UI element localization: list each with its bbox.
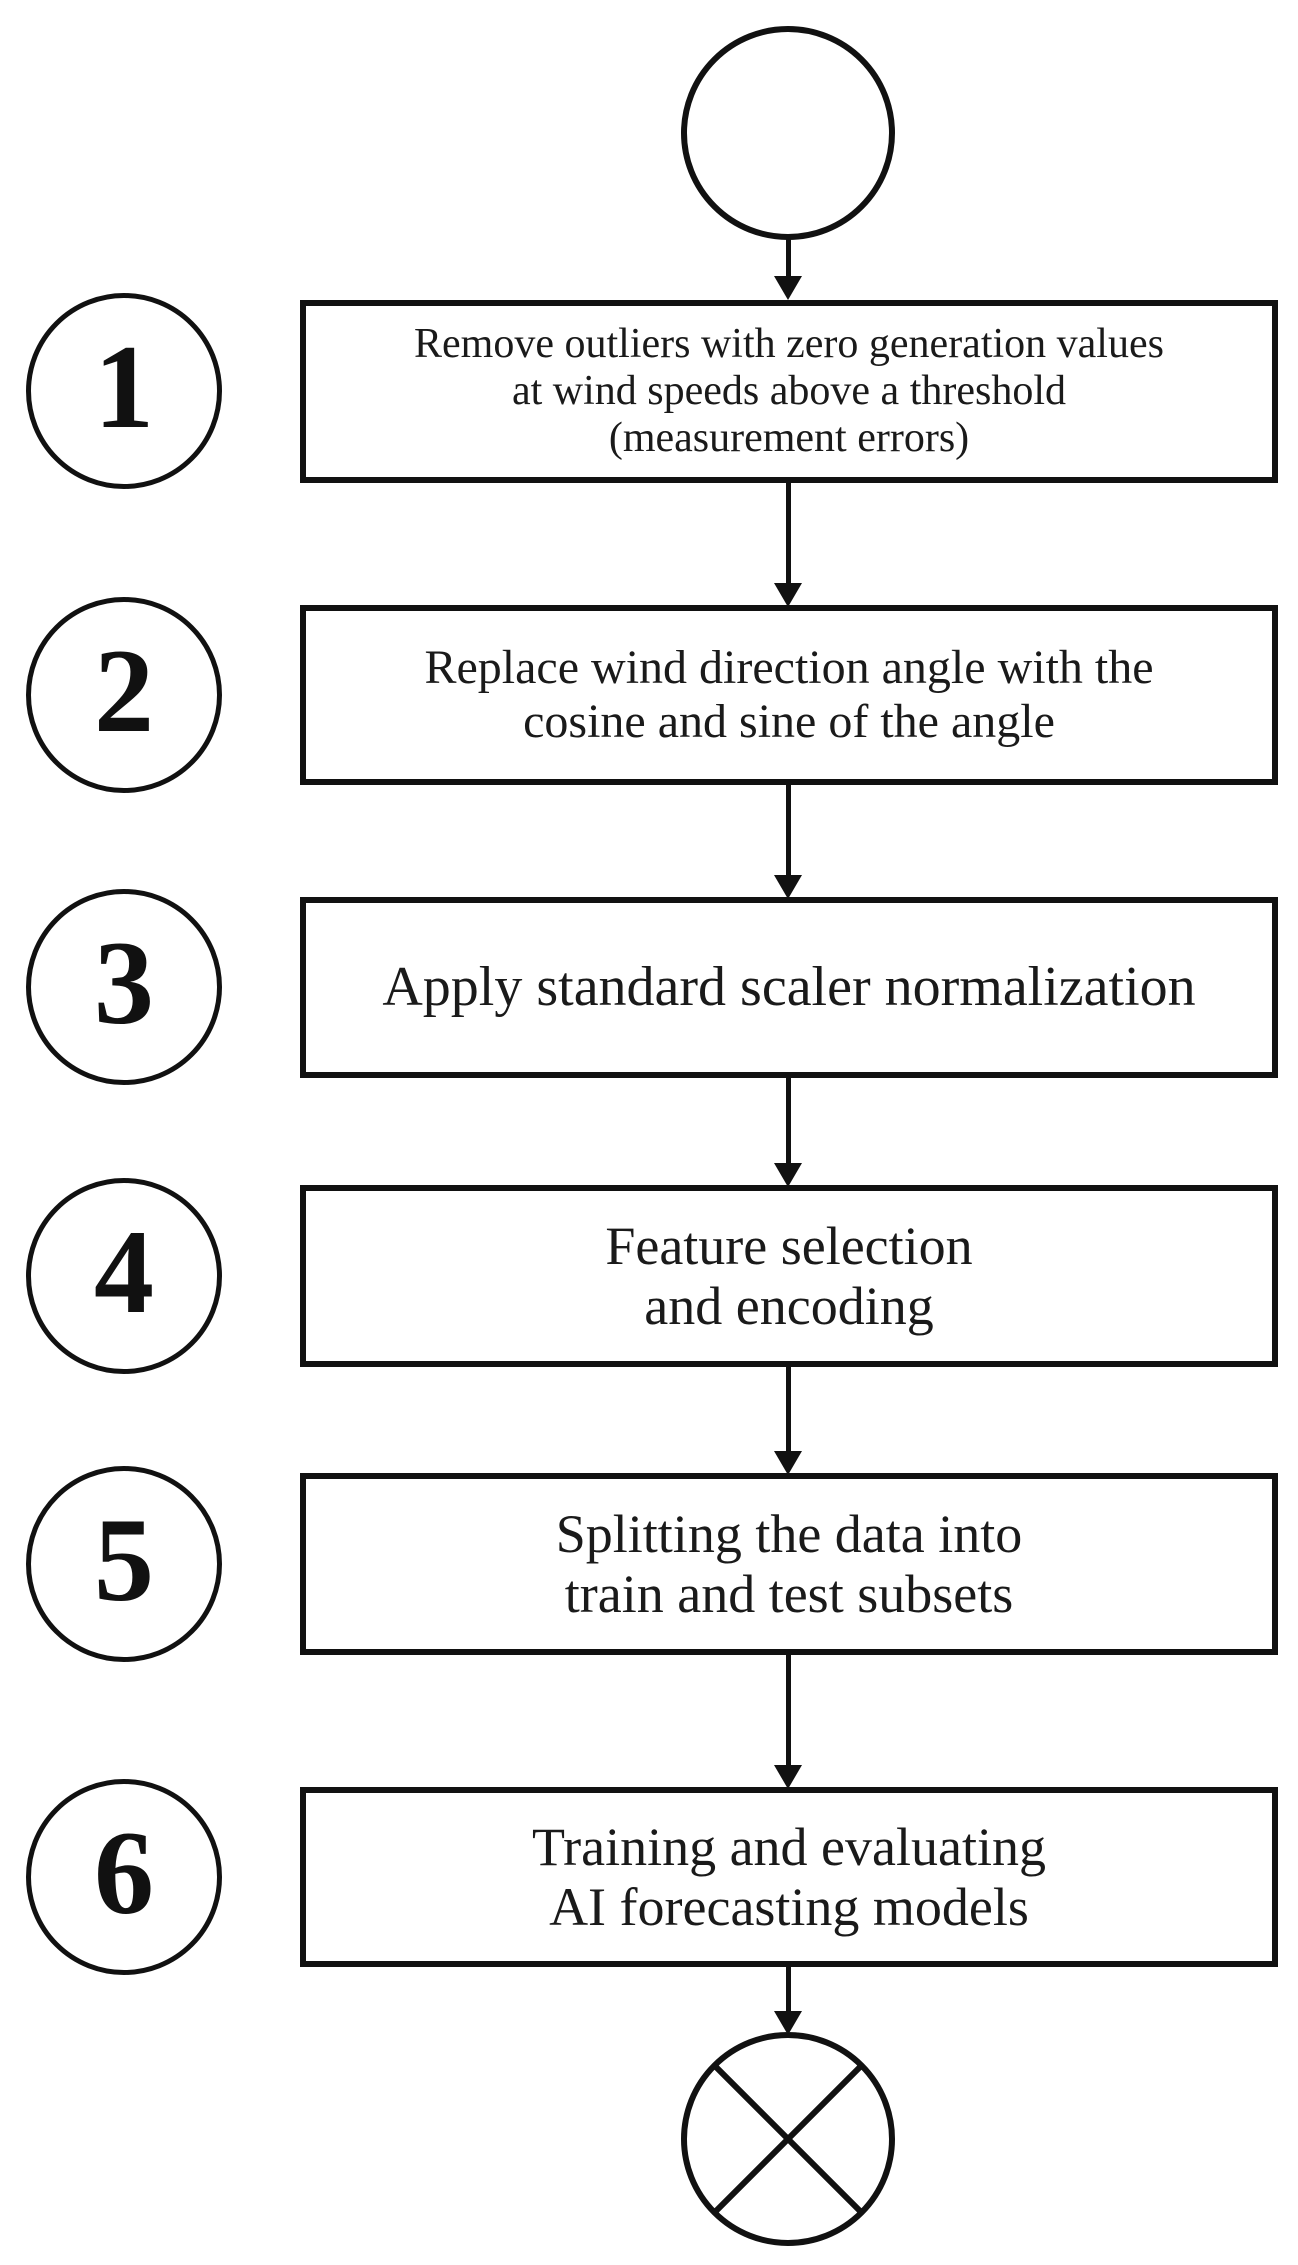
step-number-badge-2: 2	[26, 597, 222, 793]
arrow-down-icon	[774, 276, 802, 300]
arrow-down-icon	[774, 1765, 802, 1789]
box-text-line: Feature selection	[605, 1215, 973, 1276]
process-box-3: Apply standard scaler normalization	[300, 897, 1278, 1078]
step-number-badge-1: 1	[26, 293, 222, 489]
arrow-line	[786, 481, 791, 587]
arrow-line	[786, 1653, 791, 1769]
arrow-down-icon	[774, 1451, 802, 1475]
step-number-badge-6: 6	[26, 1779, 222, 1975]
process-box-6: Training and evaluating AI forecasting m…	[300, 1787, 1278, 1967]
arrow-line	[786, 1365, 791, 1455]
end-circle-cross-icon	[681, 2032, 895, 2246]
step-number: 4	[94, 1205, 154, 1338]
arrow-down-icon	[774, 1163, 802, 1187]
box-text-line: Replace wind direction angle with the	[424, 641, 1154, 695]
process-box-2: Replace wind direction angle with the co…	[300, 605, 1278, 785]
arrow-line	[786, 1076, 791, 1167]
arrow-line	[786, 236, 791, 280]
step-number: 1	[94, 320, 154, 453]
step-number-badge-4: 4	[26, 1178, 222, 1374]
box-text-line: (measurement errors)	[608, 415, 970, 462]
step-number-badge-3: 3	[26, 889, 222, 1085]
step-number-badge-5: 5	[26, 1466, 222, 1662]
arrow-down-icon	[774, 875, 802, 899]
arrow-line	[786, 783, 791, 879]
process-box-5: Splitting the data into train and test s…	[300, 1473, 1278, 1655]
box-text-line: Training and evaluating	[532, 1816, 1046, 1877]
arrow-down-icon	[774, 583, 802, 607]
arrow-down-icon	[774, 2011, 802, 2035]
box-text-line: at wind speeds above a threshold	[511, 367, 1067, 414]
step-number: 6	[94, 1806, 154, 1939]
box-text-line: train and test subsets	[564, 1564, 1014, 1624]
box-text-line: and encoding	[644, 1276, 934, 1336]
box-text-line: Remove outliers with zero generation val…	[414, 320, 1164, 367]
box-text-line: cosine and sine of the angle	[523, 695, 1055, 748]
step-number: 3	[94, 916, 154, 1049]
start-circle-icon	[681, 26, 895, 240]
box-text-line: AI forecasting models	[549, 1877, 1029, 1937]
box-text-line: Apply standard scaler normalization	[382, 956, 1196, 1019]
box-text-line: Splitting the data into	[555, 1503, 1023, 1564]
step-number: 2	[94, 624, 154, 757]
process-box-1: Remove outliers with zero generation val…	[300, 300, 1278, 483]
arrow-line	[786, 1965, 791, 2015]
process-box-4: Feature selection and encoding	[300, 1185, 1278, 1367]
step-number: 5	[94, 1493, 154, 1626]
